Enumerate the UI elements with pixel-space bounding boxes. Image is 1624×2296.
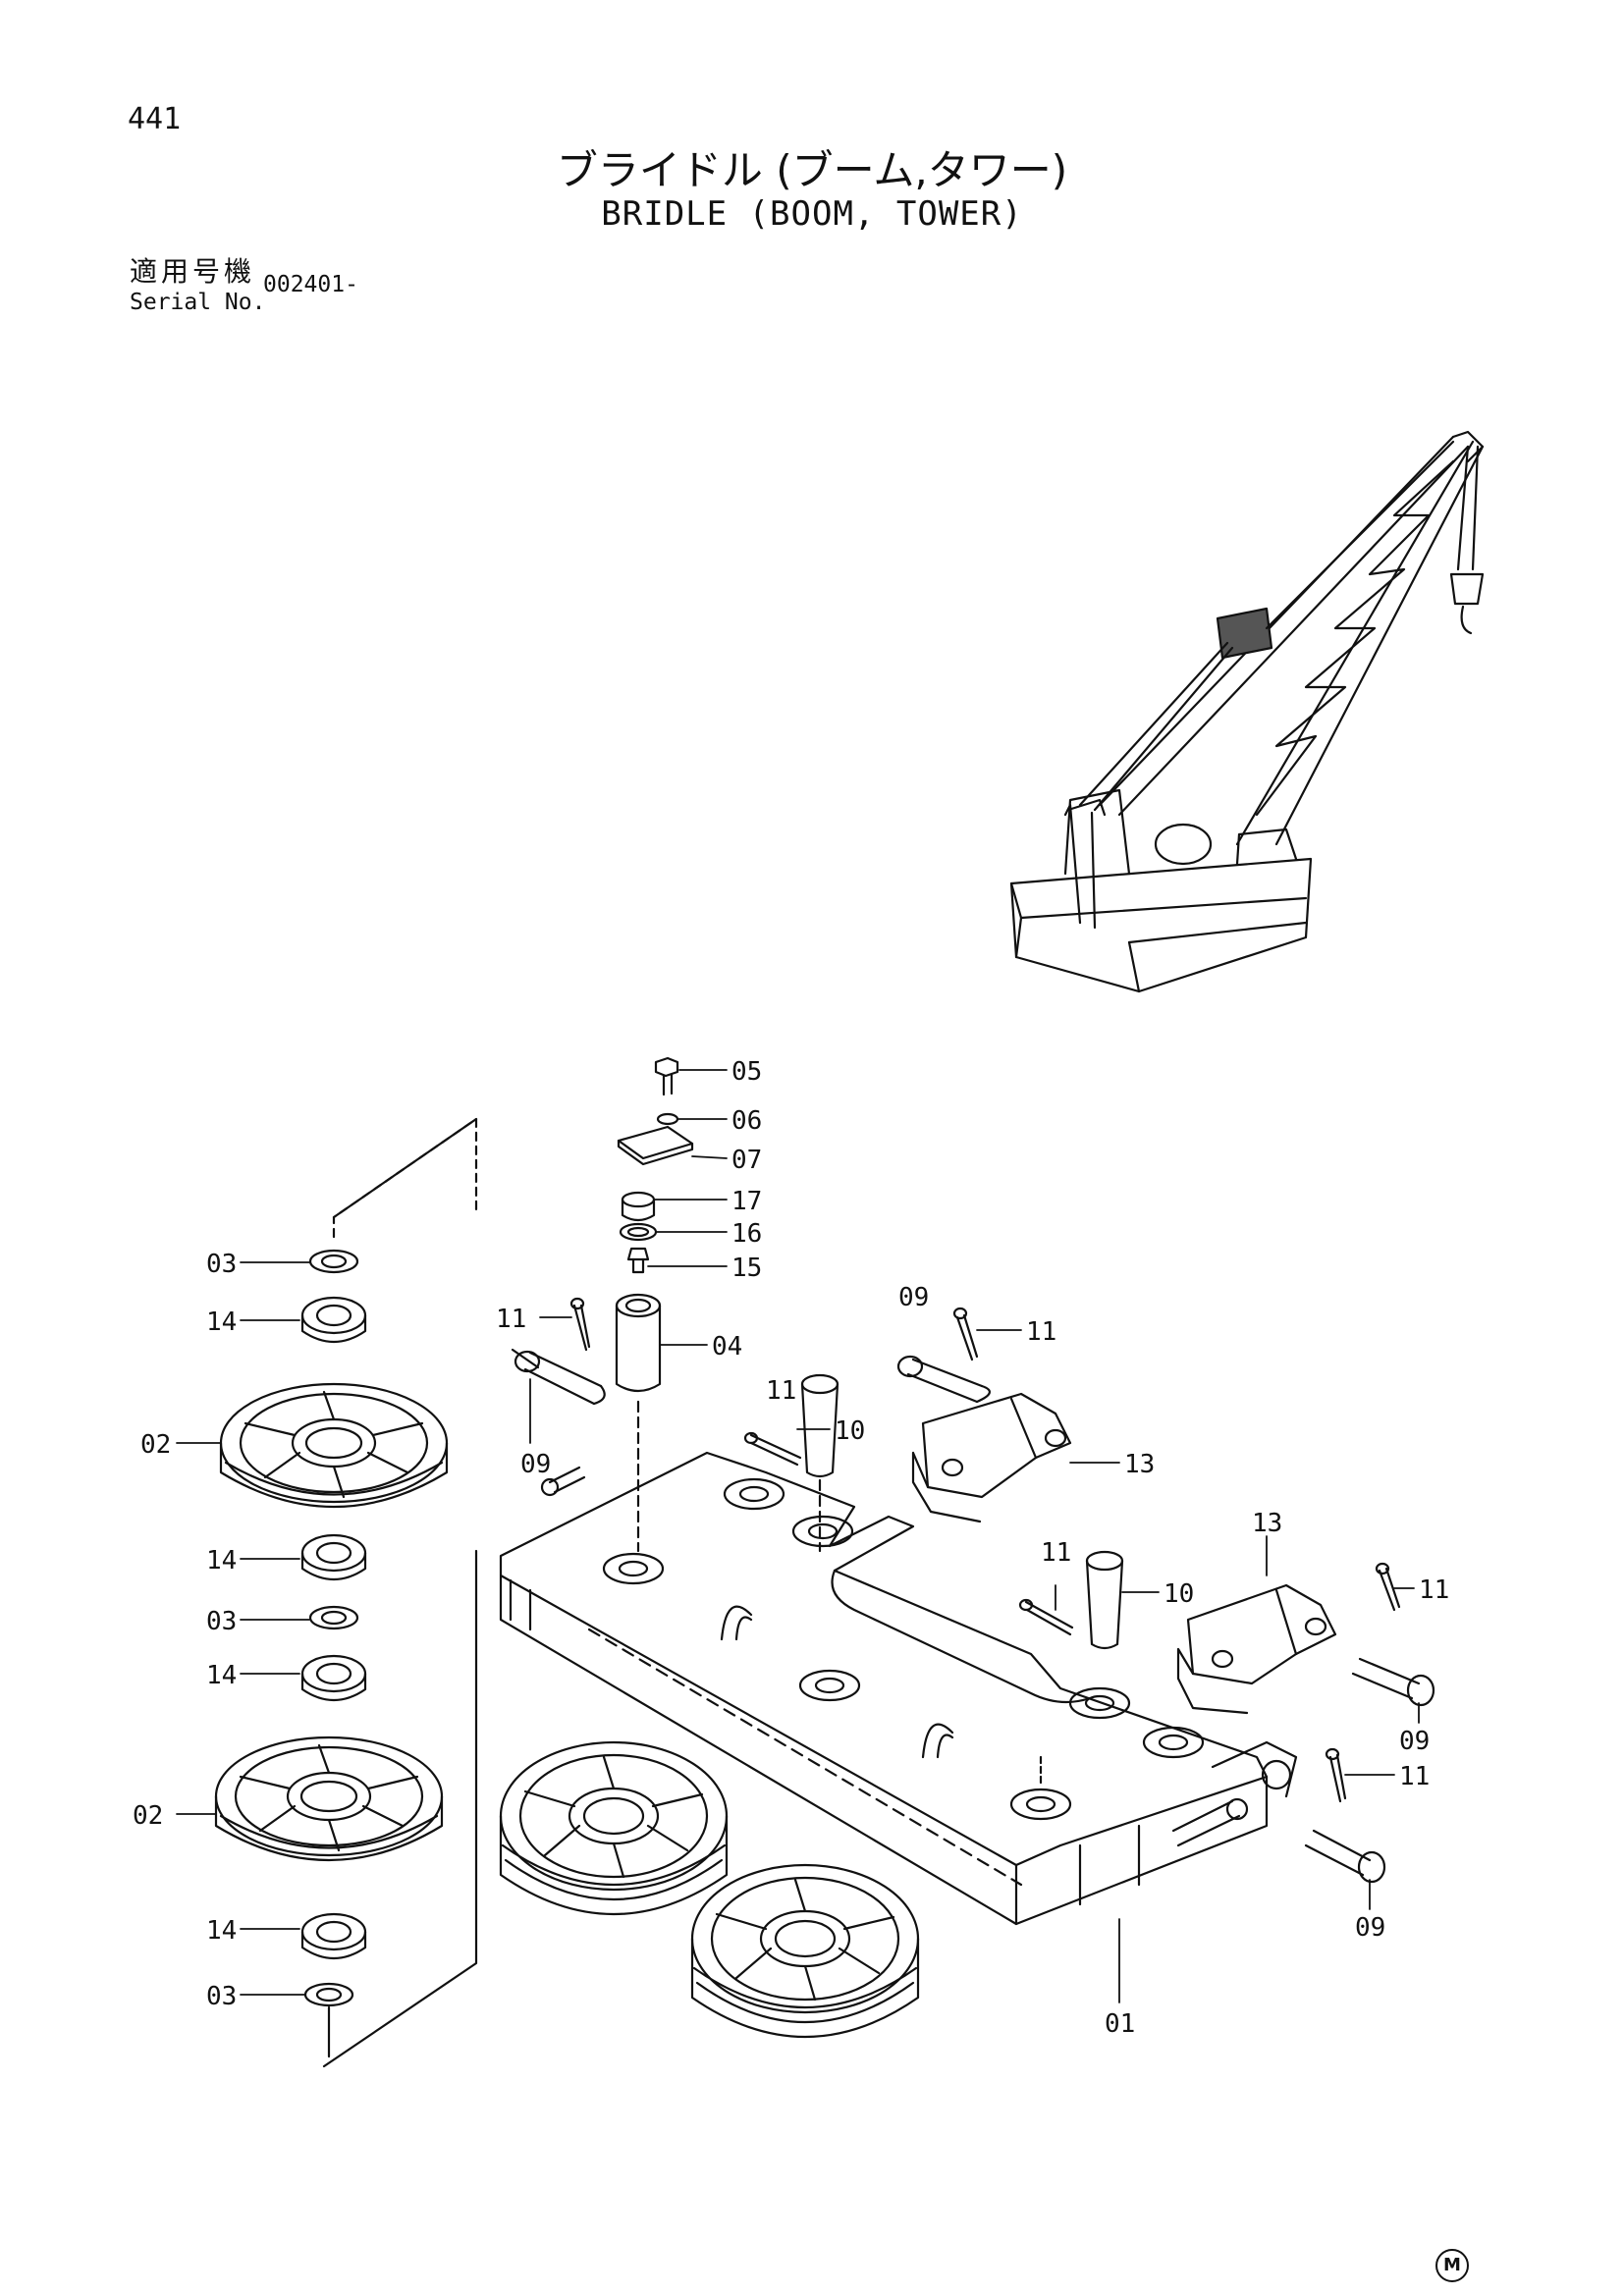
- callout-09: 09: [1399, 1727, 1430, 1756]
- center-stack-parts: [615, 1056, 694, 1553]
- callout-09: 09: [520, 1450, 551, 1479]
- serial-number-value: 002401-: [263, 272, 358, 297]
- m-mark-icon: M: [1435, 2249, 1469, 2282]
- callout-01: 01: [1105, 2009, 1135, 2039]
- callout-14: 14: [206, 1546, 237, 1575]
- callout-17: 17: [731, 1187, 762, 1216]
- leader-lines: [176, 1069, 1420, 2003]
- callout-04: 04: [712, 1332, 742, 1362]
- callout-11: 11: [496, 1305, 526, 1334]
- callout-11: 11: [1026, 1317, 1056, 1347]
- callout-13: 13: [1124, 1450, 1155, 1479]
- callout-02: 02: [140, 1430, 171, 1460]
- callout-10: 10: [835, 1416, 865, 1446]
- callout-13: 13: [1252, 1509, 1282, 1538]
- page-title-japanese: ブライドル (ブーム,タワー): [556, 146, 1068, 194]
- callout-11: 11: [766, 1376, 796, 1406]
- links: [911, 1392, 1337, 1715]
- callout-11: 11: [1041, 1538, 1071, 1568]
- callout-labels: 05 06 07 17 16 15 04 11 09 11 10 09 11 1…: [133, 1057, 1449, 2039]
- callout-02: 02: [133, 1801, 163, 1831]
- callout-14: 14: [206, 1308, 237, 1337]
- callout-11: 11: [1419, 1575, 1449, 1605]
- callout-03: 03: [206, 1607, 237, 1636]
- pins: [511, 1297, 1435, 1884]
- page-title-english: BRIDLE (BOOM, TOWER): [601, 194, 1023, 234]
- callout-05: 05: [731, 1057, 762, 1087]
- callout-09: 09: [1355, 1913, 1385, 1943]
- callout-14: 14: [206, 1661, 237, 1690]
- callout-16: 16: [731, 1219, 762, 1249]
- crane-illustration: [1009, 430, 1485, 993]
- serial-label-english: Serial No.: [130, 290, 266, 315]
- callout-15: 15: [731, 1254, 762, 1283]
- callout-03: 03: [206, 1250, 237, 1279]
- callout-14: 14: [206, 1916, 237, 1946]
- callout-10: 10: [1164, 1579, 1194, 1609]
- callout-03: 03: [206, 1982, 237, 2011]
- left-column-parts: [214, 1117, 478, 2068]
- callout-11: 11: [1399, 1762, 1430, 1791]
- bridle-frame: [499, 1451, 1298, 1926]
- page-number: 441: [128, 102, 182, 136]
- lower-sheaves: [499, 1740, 920, 2038]
- callout-06: 06: [731, 1106, 762, 1136]
- serial-label-japanese: 適用号機: [130, 255, 256, 288]
- callout-09: 09: [898, 1283, 929, 1312]
- callout-07: 07: [731, 1146, 762, 1175]
